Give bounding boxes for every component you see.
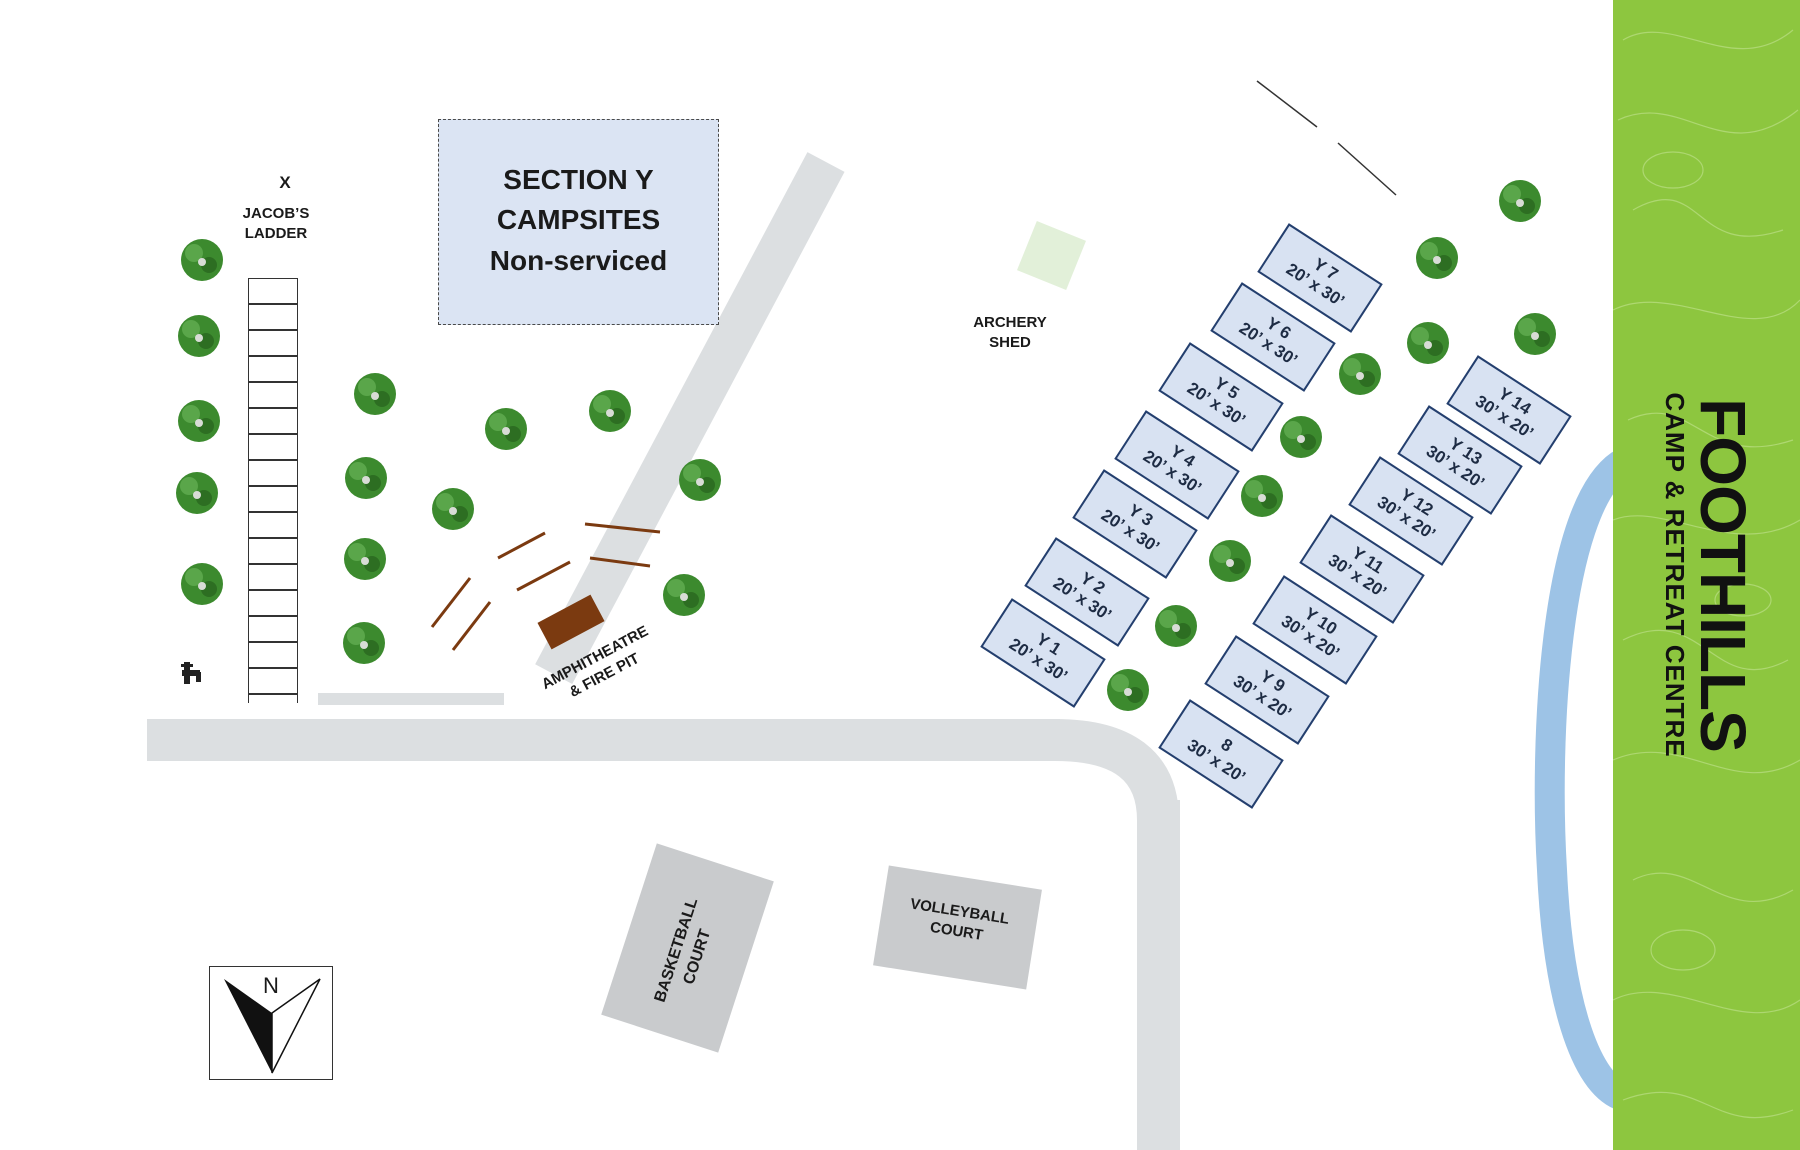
- brand-title: FOOTHILLS: [1686, 398, 1759, 752]
- tree-icon: [485, 408, 527, 450]
- tree-icon: [1155, 605, 1197, 647]
- archery-line2: SHED: [989, 334, 1031, 352]
- amphitheatre-benches: [430, 522, 661, 651]
- brand-subtitle: CAMP & RETREAT CENTRE: [1659, 392, 1690, 758]
- tree-icon: [345, 457, 387, 499]
- section-y-box[interactable]: SECTION Y CAMPSITES Non-serviced: [438, 119, 719, 325]
- section-title: SECTION Y: [503, 164, 654, 196]
- river: [1534, 450, 1630, 1110]
- tree-icon: [354, 373, 396, 415]
- tree-icon: [176, 472, 218, 514]
- tree-icon: [343, 622, 385, 664]
- north-arrow-box: N: [209, 966, 333, 1080]
- tree-icon: [589, 390, 631, 432]
- section-subtitle: CAMPSITES: [496, 203, 661, 235]
- jacobs-ladder-label: JACOB’S LADDER: [226, 204, 326, 245]
- tree-icon: [432, 488, 474, 530]
- campsite-y8-size: 30’ x 20’: [1183, 735, 1249, 787]
- jacobs-ladder[interactable]: [248, 278, 298, 703]
- topographic-pattern: [1613, 29, 1800, 1119]
- east-road: [1137, 800, 1180, 1150]
- tree-icon: [1407, 322, 1449, 364]
- jacobs-ladder-line2: LADDER: [244, 225, 308, 243]
- tree-icon: [1107, 669, 1149, 711]
- x-marker: X: [279, 173, 291, 192]
- archery-line1: ARCHERY: [973, 314, 1047, 331]
- trail-lines: [1256, 80, 1397, 196]
- brand-text: FOOTHILLS CAMP & RETREAT CENTRE: [1631, 255, 1781, 895]
- tree-icon: [1209, 540, 1251, 582]
- tree-icon: [1280, 416, 1322, 458]
- north-arrow-icon: [224, 978, 321, 1074]
- tree-icon: [1416, 237, 1458, 279]
- tree-icon: [679, 459, 721, 501]
- archery-shed[interactable]: [1017, 221, 1086, 290]
- tree-icon: [1514, 313, 1556, 355]
- tree-icon: [1339, 353, 1381, 395]
- path-near-ladder: [318, 693, 504, 705]
- section-note: Non-serviced: [489, 244, 668, 276]
- tree-icon: [178, 400, 220, 442]
- jacobs-ladder-line1: JACOB’S: [242, 205, 310, 222]
- archery-shed-label: ARCHERY SHED: [960, 313, 1060, 354]
- north-label: N: [263, 973, 279, 998]
- brand-panel: FOOTHILLS CAMP & RETREAT CENTRE: [1613, 0, 1800, 1150]
- main-road: [147, 719, 1060, 761]
- water-tap-icon: [181, 662, 201, 684]
- tree-icon: [1241, 475, 1283, 517]
- tree-icon: [181, 563, 223, 605]
- tree-icon: [181, 239, 223, 281]
- tree-icon: [1499, 180, 1541, 222]
- tree-icon: [344, 538, 386, 580]
- tree-icon: [178, 315, 220, 357]
- tree-icon: [663, 574, 705, 616]
